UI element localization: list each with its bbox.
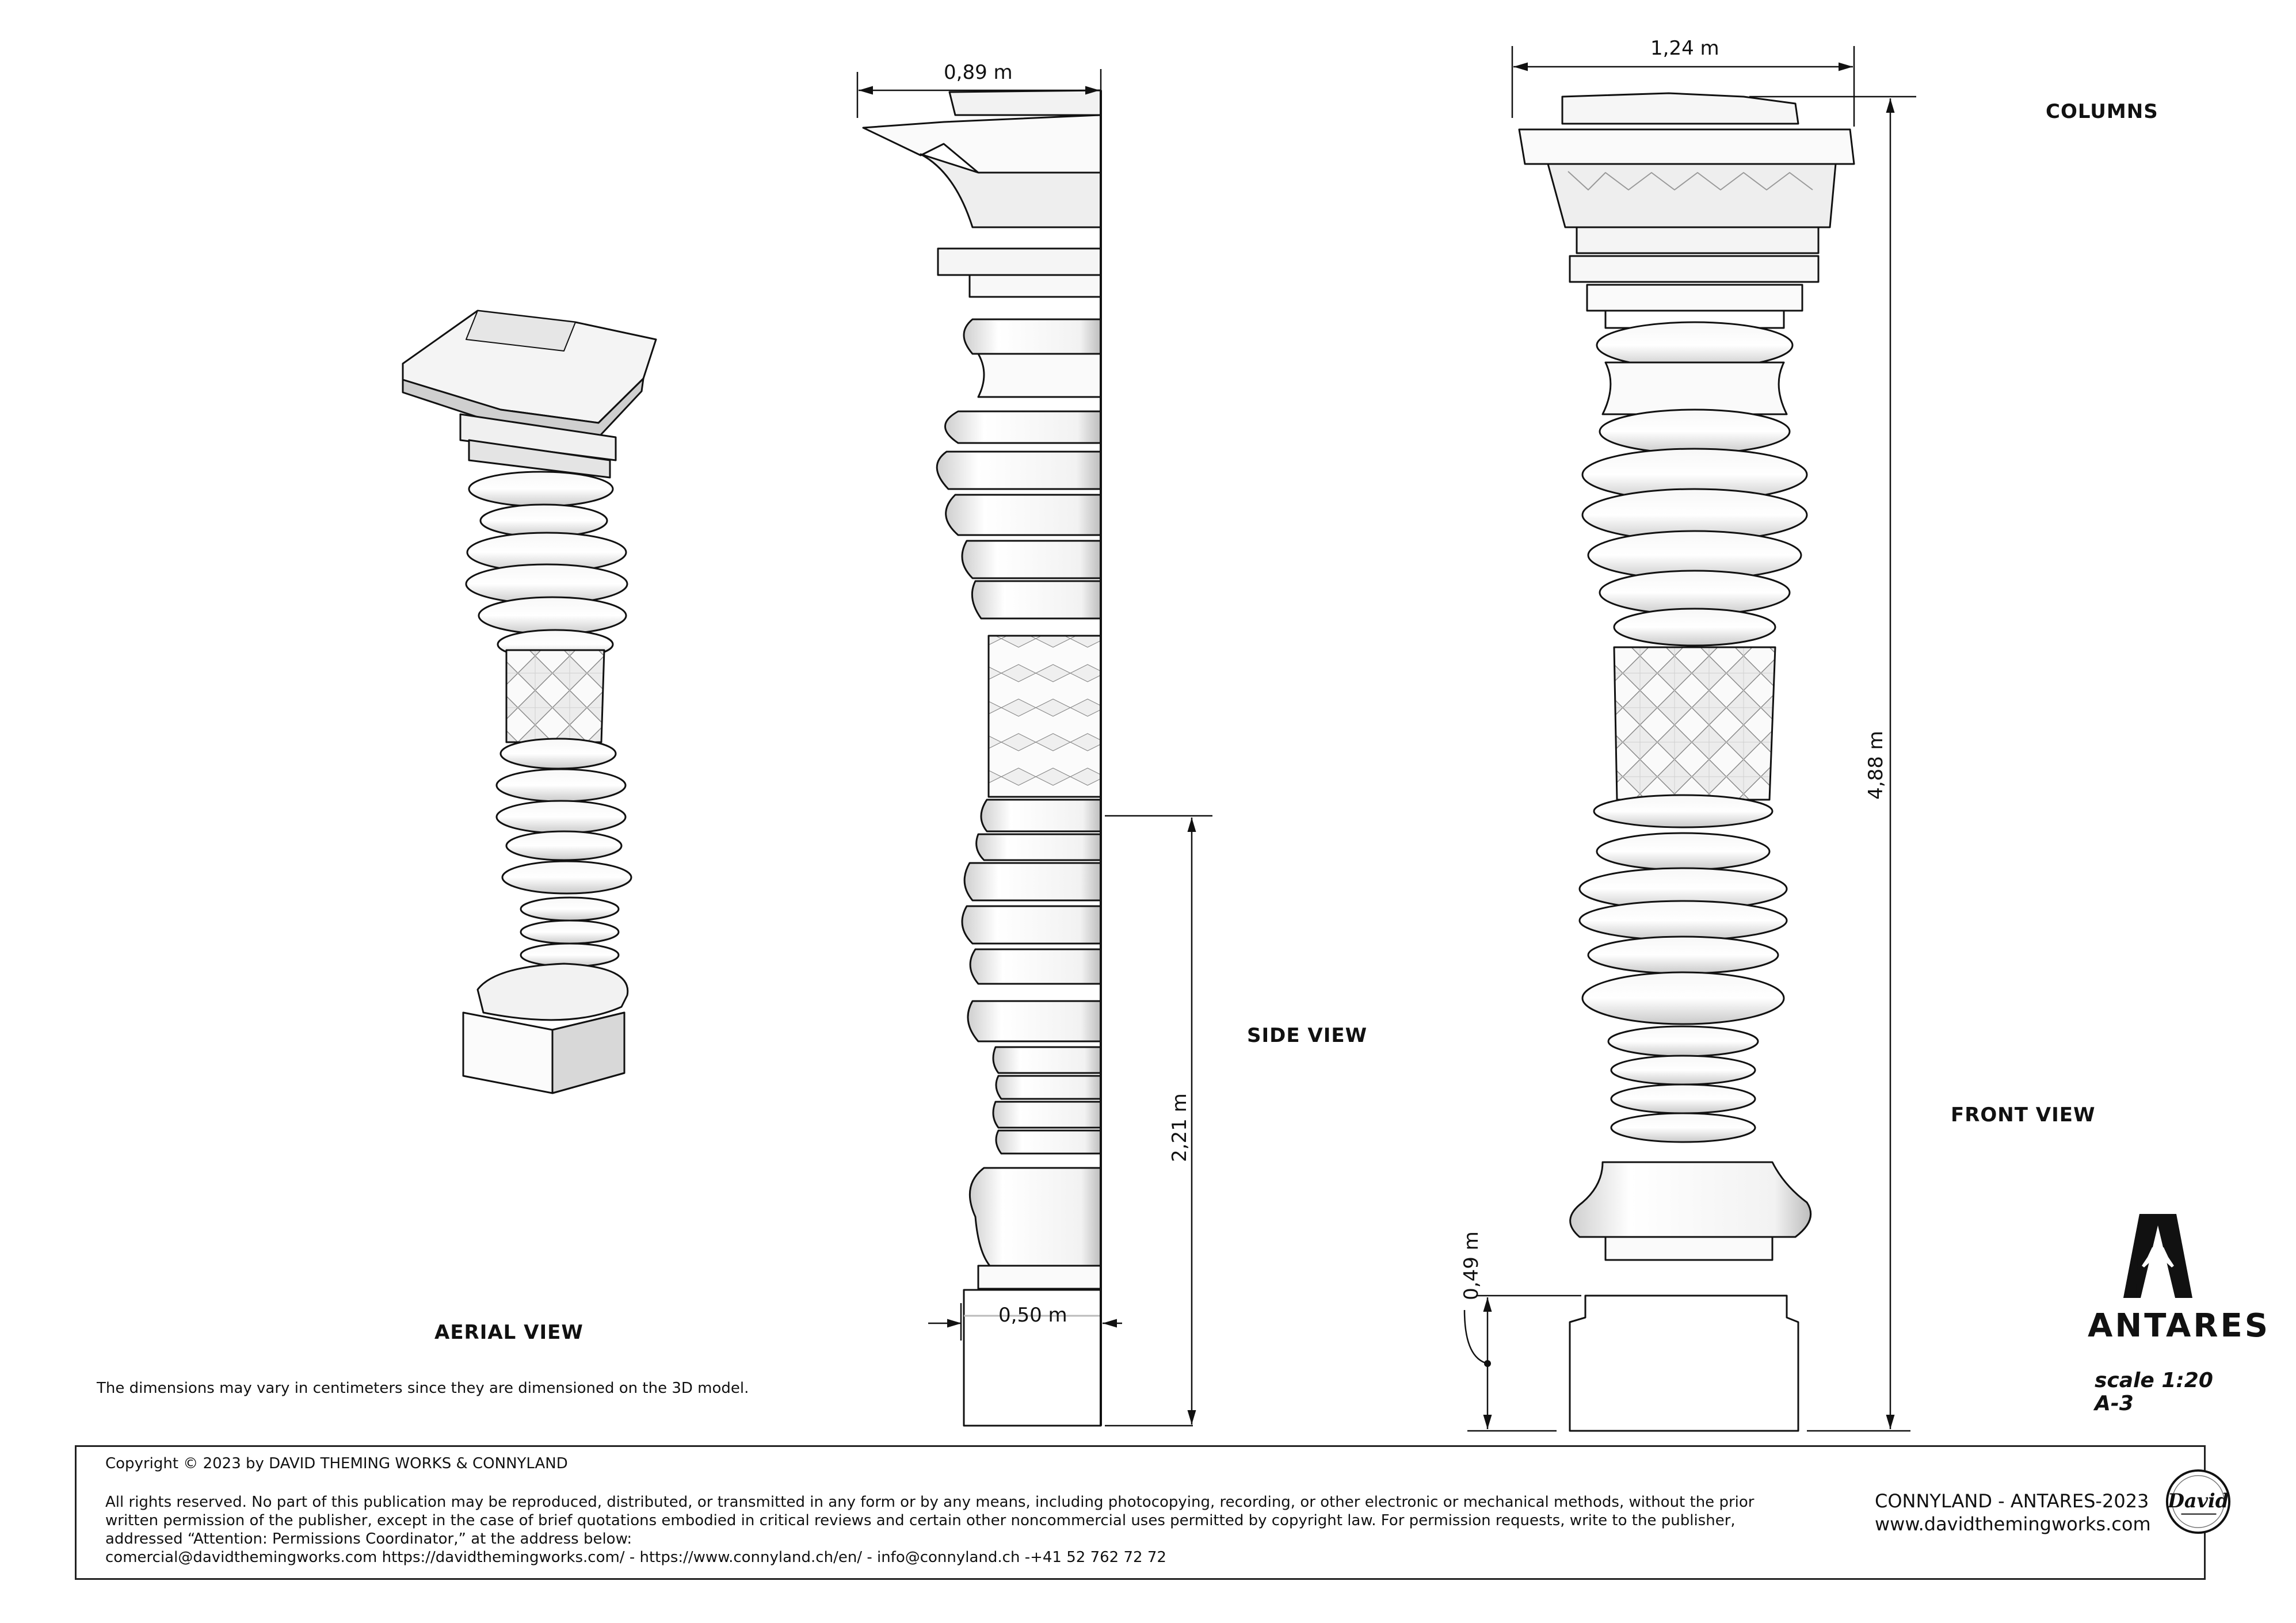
antares-logo-icon <box>2123 1214 2192 1298</box>
legal-line: All rights reserved. No part of this pub… <box>105 1494 1755 1511</box>
dimensions-disclaimer: The dimensions may vary in centimeters s… <box>97 1380 749 1397</box>
side-base-width-dimension: 0,50 m <box>998 1304 1067 1327</box>
side-lower-height-dimension: 2,21 m <box>1168 1093 1191 1162</box>
project-info: CONNYLAND - ANTARES-2023 www.davidthemin… <box>1875 1490 2151 1536</box>
antares-wordmark: ANTARES <box>2088 1307 2271 1345</box>
aerial-view-label: AERIAL VIEW <box>434 1321 583 1344</box>
side-top-width-dimension: 0,89 m <box>944 61 1013 84</box>
dimension-lines <box>856 46 1916 1432</box>
sheet-title: COLUMNS <box>2046 100 2158 123</box>
scale-value: scale 1:20 <box>2095 1369 2213 1392</box>
paper-size: A-3 <box>2095 1392 2134 1415</box>
front-base-height-dimension: 0,49 m <box>1460 1231 1483 1300</box>
project-name: CONNYLAND - ANTARES-2023 <box>1875 1490 2149 1512</box>
footer-frame: Copyright © 2023 by DAVID THEMING WORKS … <box>75 1445 2231 1580</box>
legal-line: addressed “Attention: Permissions Coordi… <box>105 1530 632 1548</box>
website-link[interactable]: www.davidthemingworks.com <box>1875 1513 2151 1535</box>
contact-line: comercial@davidthemingworks.com https://… <box>105 1549 1166 1566</box>
scale-label: scale 1:20 A-3 <box>2095 1369 2213 1415</box>
copyright-notice: Copyright © 2023 by DAVID THEMING WORKS … <box>105 1455 568 1472</box>
front-view-column <box>1518 92 1855 1432</box>
front-top-width-dimension: 1,24 m <box>1650 37 1719 60</box>
aerial-view-column <box>402 310 657 1094</box>
svg-text:David: David <box>2167 1490 2229 1512</box>
david-signature-logo-icon: David <box>2165 1469 2231 1534</box>
side-view-column <box>862 89 1102 1427</box>
front-total-height-dimension: 4,88 m <box>1864 731 1887 800</box>
side-view-label: SIDE VIEW <box>1247 1024 1368 1047</box>
front-view-label: FRONT VIEW <box>1951 1103 2096 1126</box>
legal-line: written permission of the publisher, exc… <box>105 1512 1736 1529</box>
legal-text: All rights reserved. No part of this pub… <box>105 1493 1832 1567</box>
